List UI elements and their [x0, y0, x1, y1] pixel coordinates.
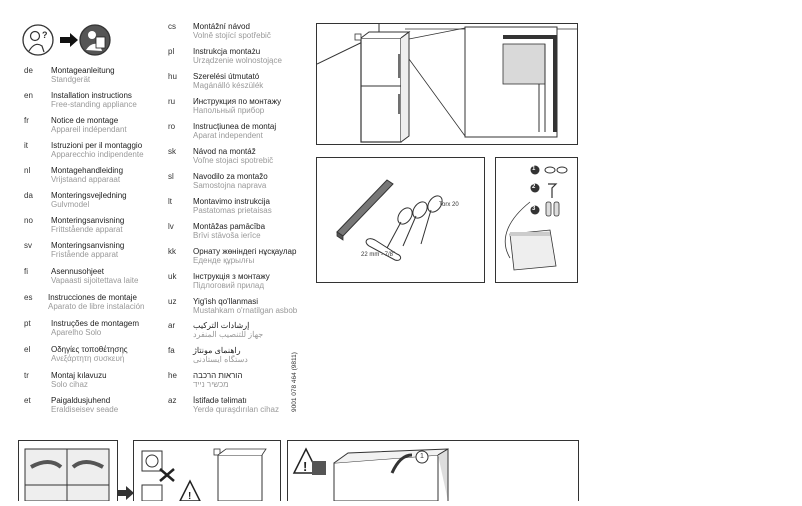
read-manual-pictogram: ?: [22, 24, 111, 56]
door-swing-drawing: [24, 448, 110, 502]
parts-drawing: [504, 165, 568, 271]
step-number-1: 1: [420, 453, 424, 460]
wrench-size-label: 22 mm - 7/8": [361, 252, 396, 258]
svg-text:!: !: [303, 459, 307, 474]
power-warning-figure: !: [133, 440, 281, 502]
tipping-warning-figure: ! 1: [287, 440, 579, 502]
part-number-3: 3: [532, 206, 536, 212]
fridge-placement-drawing: [316, 24, 577, 143]
torx-label: Torx 20: [439, 202, 459, 208]
tipping-warning-drawing: !: [292, 447, 449, 502]
part-number-2: 2: [532, 184, 536, 190]
parts-figure: 1 2 3: [495, 157, 578, 283]
arrow-icon: [118, 486, 134, 500]
part-number-1: 1: [532, 166, 536, 172]
door-swing-figure: [18, 440, 118, 502]
tools-figure: Torx 20 22 mm - 7/8": [316, 157, 485, 283]
svg-text:?: ?: [42, 30, 48, 40]
tools-drawing: [336, 179, 443, 261]
svg-text:!: !: [188, 491, 191, 501]
fridge-placement-figure: [316, 23, 578, 145]
document-code: 9001 078 464 (9811): [291, 352, 298, 412]
power-warning-drawing: !: [141, 448, 267, 502]
